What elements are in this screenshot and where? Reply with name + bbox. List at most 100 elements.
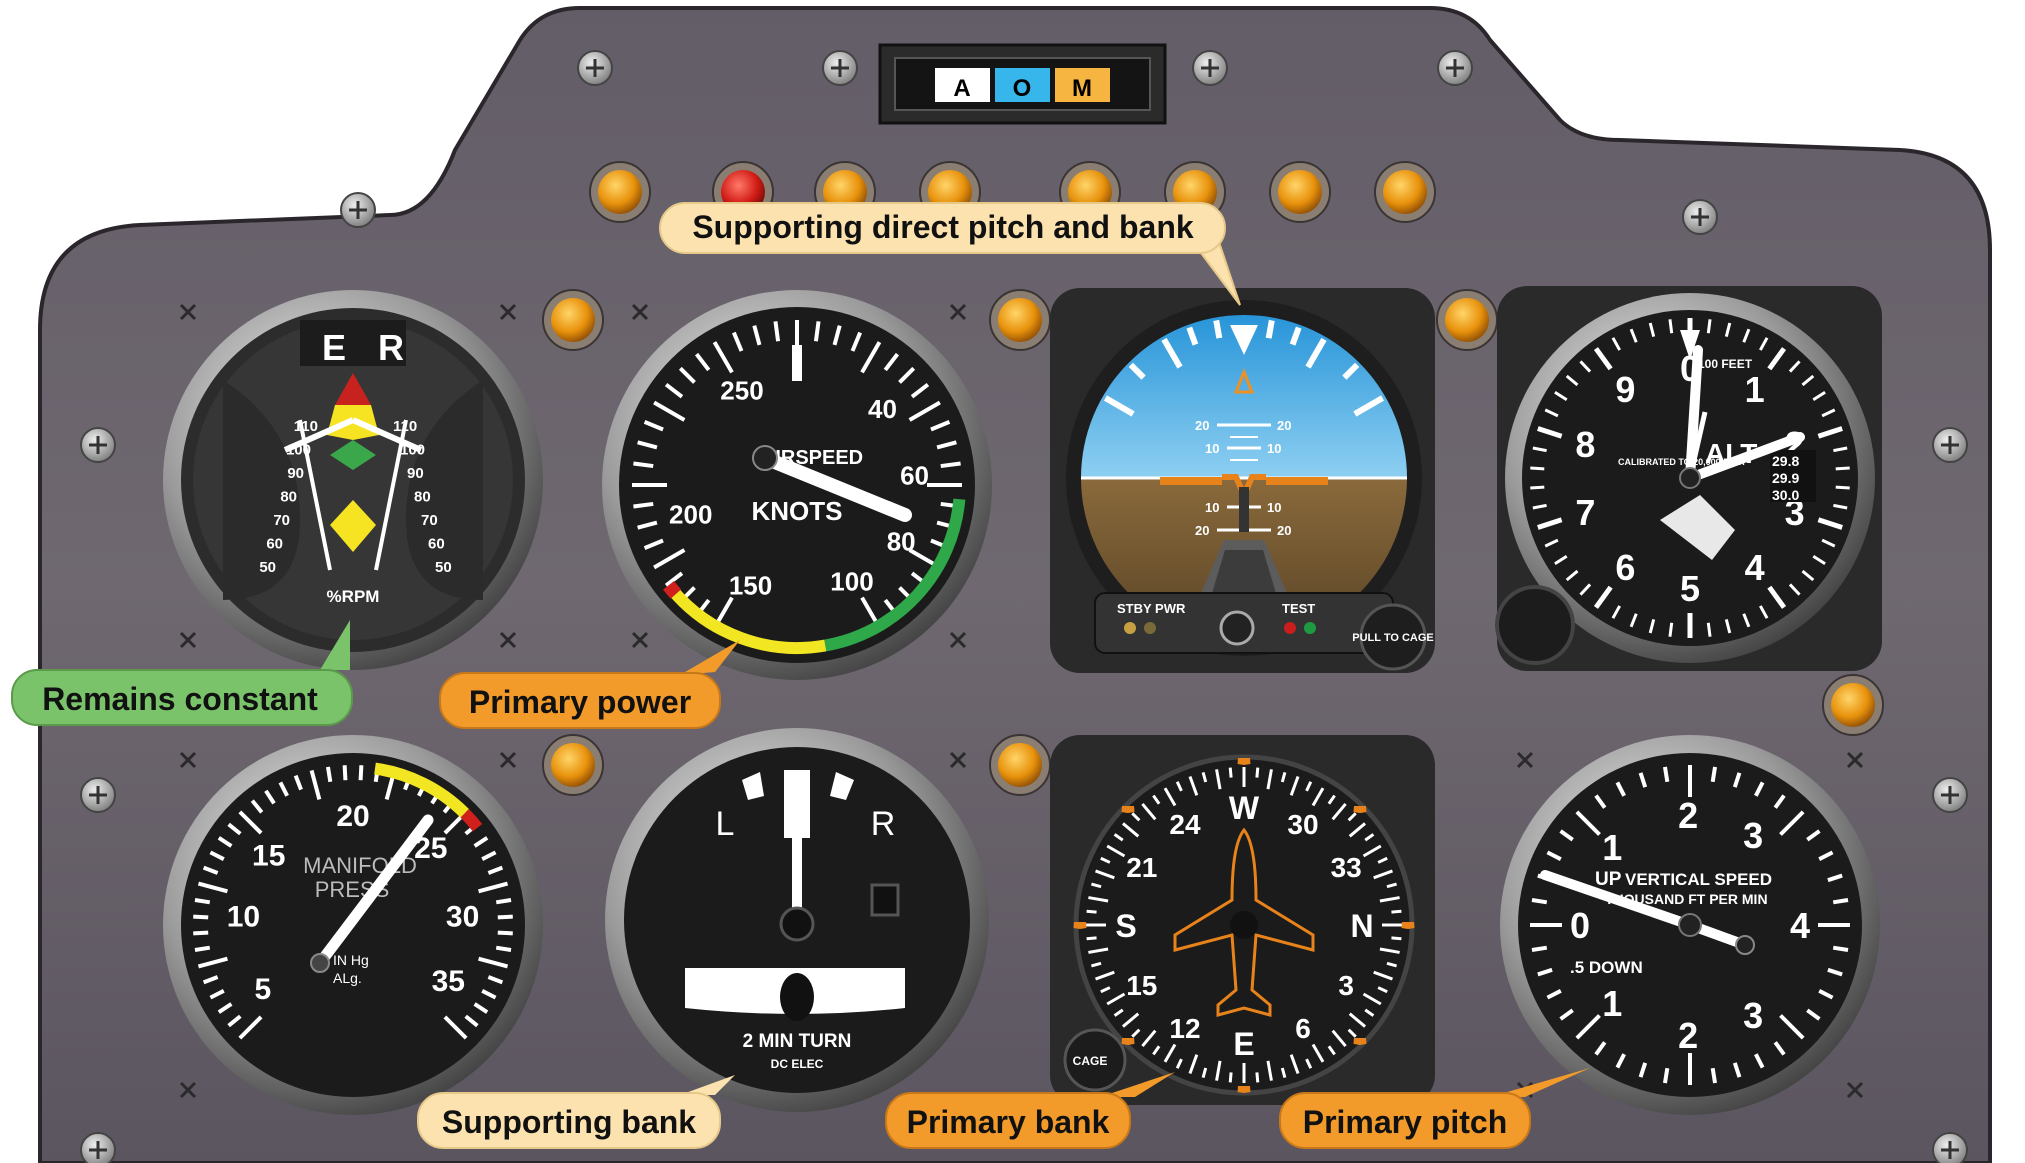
heading-cage-knob[interactable] [1063,1028,1127,1092]
altimeter-tick [1648,322,1656,337]
manifold-tick [202,865,219,875]
mount-screw [1516,751,1534,769]
callout-remains-constant-label: Remains constant [42,681,318,717]
vsi-tick [1546,989,1562,1000]
heading-tick [1106,844,1126,858]
heading-tick [1090,882,1102,889]
heading-index-mark [1121,806,1135,814]
altimeter-ten-thousand-needle [1687,411,1708,479]
rpm-yellow-low-arc [330,500,376,552]
airspeed-scale-label: 80 [887,526,916,556]
vsi-scale-label: 1 [1602,983,1622,1024]
heading-tick [1141,1029,1157,1047]
rpm-rotor-letter: R [378,327,404,368]
vsi-down-label: .5 DOWN [1570,958,1643,977]
attitude-pitch-label: 10 [1267,441,1281,456]
manifold-unit-2: ALg. [333,970,362,986]
airspeed-tick [653,400,686,422]
altimeter-setting-knob[interactable] [1495,585,1575,665]
manifold-tick [217,836,233,848]
mount-screw [631,303,649,321]
heading-tick [1088,947,1109,954]
manifold-tick [342,765,348,781]
vsi-tick [1537,967,1553,977]
attitude-bank-index [1233,367,1255,394]
vsi-tick [1832,945,1849,953]
manifold-tick [293,774,303,791]
vsi-tick [1638,772,1648,788]
manifold-tick [481,850,497,861]
heading-tick [1311,1043,1325,1063]
altimeter-tick [1788,583,1801,596]
heading-cardinal: N [1350,908,1373,944]
heading-tick [1131,812,1141,822]
heading-tick [1152,1045,1161,1056]
altimeter-tick [1801,374,1815,387]
altimeter-tick [1629,613,1638,628]
manifold-needle [314,814,434,969]
rpm-engine-scale-label: 90 [287,465,304,482]
attitude-bank-tick [1103,395,1135,417]
heading-index-mark [1073,922,1087,930]
airspeed-tick [633,501,654,509]
altimeter-tick [1812,391,1826,402]
rpm-engine-scale-label: 60 [266,536,283,553]
manifold-tick [495,897,512,905]
altimeter-tick [1579,360,1592,373]
airspeed-scale-label: 200 [669,499,712,529]
attitude-pitch-label: 20 [1277,523,1291,538]
altimeter-tick [1706,319,1712,334]
airspeed-tick [940,461,961,469]
rpm-engine-scale-label: 80 [280,489,297,506]
vsi-tick [1710,1067,1718,1084]
vsi-tail-weight [1735,935,1755,955]
manifold-scale-label: 30 [446,900,479,933]
mount-screw [949,303,967,321]
altimeter-tick [1668,622,1674,637]
mount-screw [1846,1081,1864,1099]
heading-tick [1255,1072,1260,1083]
manifold-tick [278,781,289,797]
heading-tick [1362,844,1382,858]
heading-tick [1113,1008,1124,1017]
attitude-test-button[interactable] [1219,610,1255,646]
manifold-tick [325,766,333,783]
manifold-tick [227,822,242,836]
altimeter-low-alt-hatch [1660,495,1735,560]
heading-tick [1152,794,1161,805]
airspeed-needle [758,451,912,522]
vsi-tick [1818,989,1834,1000]
manifold-tick [194,897,211,905]
screw-slot [89,786,107,804]
rpm-engine-needle [283,417,355,453]
rpm-unit-label: %RPM [327,587,380,606]
heading-tick [1228,1072,1233,1083]
attitude-cage-knob[interactable] [1359,603,1427,671]
heading-tick [1255,767,1260,778]
heading-tick [1386,882,1398,889]
heading-tick [1141,803,1157,821]
vsi-hub [1678,913,1702,937]
airspeed-tick [678,366,696,384]
airspeed-tick [860,341,882,374]
mount-screw [179,631,197,649]
airspeed-top-mark [792,345,802,381]
heading-tick [1086,936,1097,941]
manifold-scale-label: 10 [227,900,260,933]
attitude-stby-pwr-label: STBY PWR [1117,601,1186,616]
heading-tick [1348,1012,1366,1028]
vsi-tick [1779,1014,1805,1040]
manifold-unit-1: IN Hg [333,952,369,968]
manifold-tick [473,1002,489,1014]
heading-cardinal: E [1233,1026,1254,1062]
altimeter-numeral: 7 [1575,492,1595,533]
altimeter-hundred-feet: 100 FEET [1698,357,1753,371]
vsi-tick [1575,1014,1601,1040]
vsi-tick [1773,794,1786,809]
callout-primary-bank-label: Primary bank [907,1104,1110,1140]
airspeed-tick [936,440,957,450]
manifold-tick [193,914,209,920]
